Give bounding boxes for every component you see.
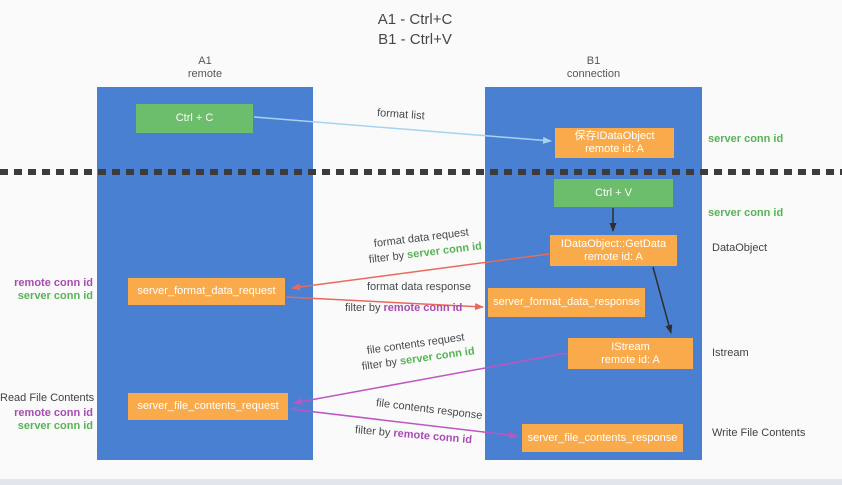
getdata-line1: IDataObject::GetData [560, 237, 667, 250]
ctrl-v-node: Ctrl + V [554, 179, 673, 207]
title-line-b1: B1 - Ctrl+V [378, 31, 452, 48]
server-conn-id-label-top: server conn id [708, 133, 784, 145]
lane-b1-subtitle: connection [566, 68, 621, 80]
file-contents-response-arrow [289, 408, 518, 439]
ctrl-c-node: Ctrl + C [136, 104, 253, 133]
dataobject-label: DataObject [712, 242, 768, 254]
diagram-title: A1 - Ctrl+C B1 - Ctrl+V [330, 10, 500, 50]
istream-line1: IStream [611, 340, 650, 353]
format-request-label: server_format_data_request [137, 285, 276, 297]
format-list-arrow [253, 116, 552, 144]
lane-a1-subtitle: remote [187, 68, 223, 80]
save-dataobject-line1: 保存IDataObject [574, 130, 655, 142]
file-contents-request-arrow [293, 352, 568, 406]
file-response-label: server_file_contents_response [527, 431, 678, 444]
filter-remote-conn-id: remote conn id [383, 302, 463, 314]
istream-line2: remote id: A [601, 353, 660, 366]
bottom-edge-bar [0, 479, 842, 485]
format-data-response-label: format data response [367, 281, 471, 293]
title-line-a1: A1 - Ctrl+C [377, 11, 453, 28]
istream-node: IStream remote id: A [568, 338, 693, 369]
filter-by-text: filter by [345, 302, 381, 314]
ctrl-v-label: Ctrl + V [595, 186, 632, 199]
write-file-contents-label: Write File Contents [712, 427, 806, 439]
server-conn-id-label-mid: server conn id [708, 207, 784, 219]
idataobject-getdata-node: IDataObject::GetData remote id: A [550, 235, 677, 266]
remote-conn-id-label-2: remote conn id [14, 407, 93, 419]
file-request-label: server_file_contents_request [137, 400, 279, 412]
lane-header-b1: B1 connection [485, 55, 702, 81]
istream-side-label: Istream [712, 347, 749, 359]
server-format-data-request-node: server_format_data_request [128, 278, 285, 305]
save-dataobject-line2: remote id: A [585, 143, 644, 155]
server-file-contents-request-node: server_file_contents_request [128, 393, 288, 420]
format-data-response-filter-label: filter by remote conn id [345, 302, 462, 315]
getdata-line2: remote id: A [584, 250, 643, 263]
lane-a1-name: A1 [198, 55, 212, 67]
left-conn-id-group-2: remote conn id server conn id [4, 407, 93, 433]
server-conn-id-label-1: server conn id [17, 290, 93, 302]
server-format-data-response-node: server_format_data_response [488, 288, 645, 317]
lane-header-a1: A1 remote [97, 55, 313, 81]
format-response-label: server_format_data_response [493, 296, 640, 308]
format-data-request-arrow [291, 253, 550, 291]
server-conn-id-label-2: server conn id [17, 420, 93, 432]
lane-b1-name: B1 [586, 55, 601, 67]
server-file-contents-response-node: server_file_contents_response [522, 424, 683, 452]
phase-divider-dotted-line [0, 169, 842, 175]
remote-conn-id-label-1: remote conn id [14, 277, 93, 289]
left-conn-id-group-1: remote conn id server conn id [4, 277, 93, 303]
filter-by-text: filter by [354, 424, 391, 440]
ctrl-c-label: Ctrl + C [175, 112, 214, 124]
save-dataobject-node: 保存IDataObject remote id: A [555, 128, 674, 158]
read-file-contents-label: Read File Contents [0, 392, 95, 404]
getdata-to-istream-arrow [652, 266, 673, 334]
format-data-response-arrow [285, 296, 484, 311]
